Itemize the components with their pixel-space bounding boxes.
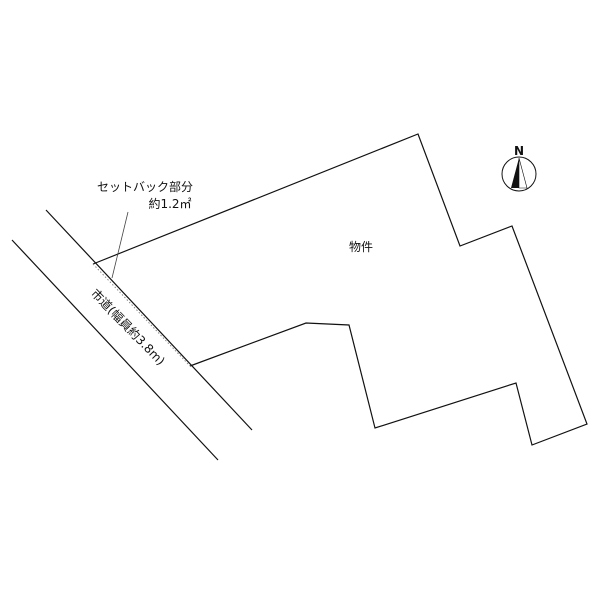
setback-label-line1: セットバック部分 xyxy=(97,179,193,194)
setback-leader-line xyxy=(111,211,129,279)
property-label: 物件 xyxy=(349,240,373,254)
setback-label-line2: 約1.2㎡ xyxy=(148,196,191,211)
compass-label: N xyxy=(514,144,524,158)
road-edge-inner xyxy=(45,209,253,431)
property-boundary xyxy=(92,133,588,446)
north-arrow-icon: N xyxy=(501,144,537,192)
setback-line xyxy=(92,263,191,367)
road-edge-outer xyxy=(11,239,219,461)
